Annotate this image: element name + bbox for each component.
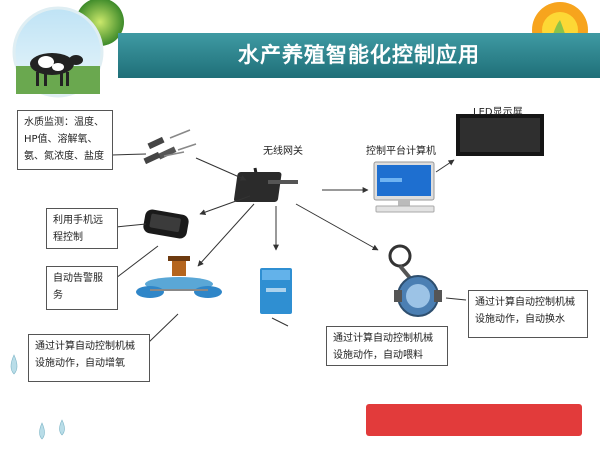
aerator-icon <box>136 256 222 298</box>
water-drop-icon <box>10 354 65 440</box>
alarm-box: 自动告警服务 <box>46 266 118 310</box>
computer-icon <box>373 161 435 213</box>
gateway-icon <box>234 167 298 202</box>
oxygen-box: 通过计算自动控制机械设施动作，自动增氧 <box>28 334 150 382</box>
page-title: 水产养殖智能化控制应用 <box>238 43 480 67</box>
water-monitor-box: 水质监测：温度、HP值、溶解氧、氨、氮浓度、盐度 <box>17 110 113 170</box>
led-screen-icon <box>456 114 544 156</box>
phone-box: 利用手机远程控制 <box>46 208 118 249</box>
gateway-label: 无线网关 <box>263 146 303 157</box>
platform-label: 控制平台计算机 <box>366 146 436 157</box>
title-bar: 水产养殖智能化控制应用 <box>118 33 600 78</box>
sensor-probes-icon <box>143 129 197 165</box>
connectors <box>111 153 467 344</box>
feed-box: 通过计算自动控制机械设施动作，自动喂料 <box>326 326 448 366</box>
valve-icon <box>388 244 442 317</box>
cow-logo <box>12 0 124 98</box>
water-change-box: 通过计算自动控制机械设施动作，自动换水 <box>468 290 588 338</box>
red-banner <box>366 404 582 436</box>
feeder-icon <box>260 268 292 314</box>
led-label: LED显示屏 <box>473 107 523 118</box>
phone-icon <box>143 209 189 239</box>
